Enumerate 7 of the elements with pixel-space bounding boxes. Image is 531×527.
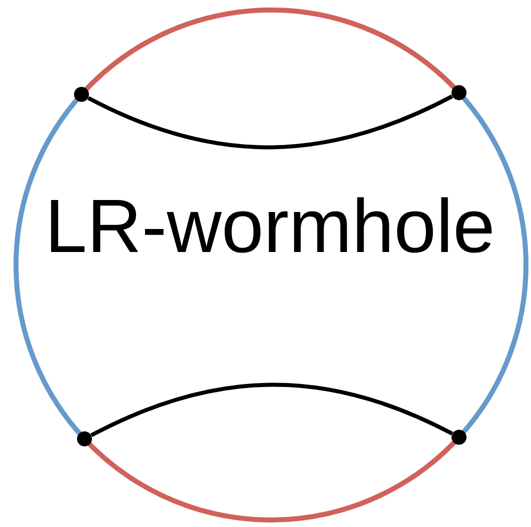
diagram-label: LR-wormhole [51, 197, 492, 253]
dot [74, 86, 89, 102]
dot [452, 430, 466, 445]
curve [90, 382, 454, 438]
curve [87, 94, 454, 150]
dot [452, 85, 466, 100]
dot [77, 431, 92, 446]
